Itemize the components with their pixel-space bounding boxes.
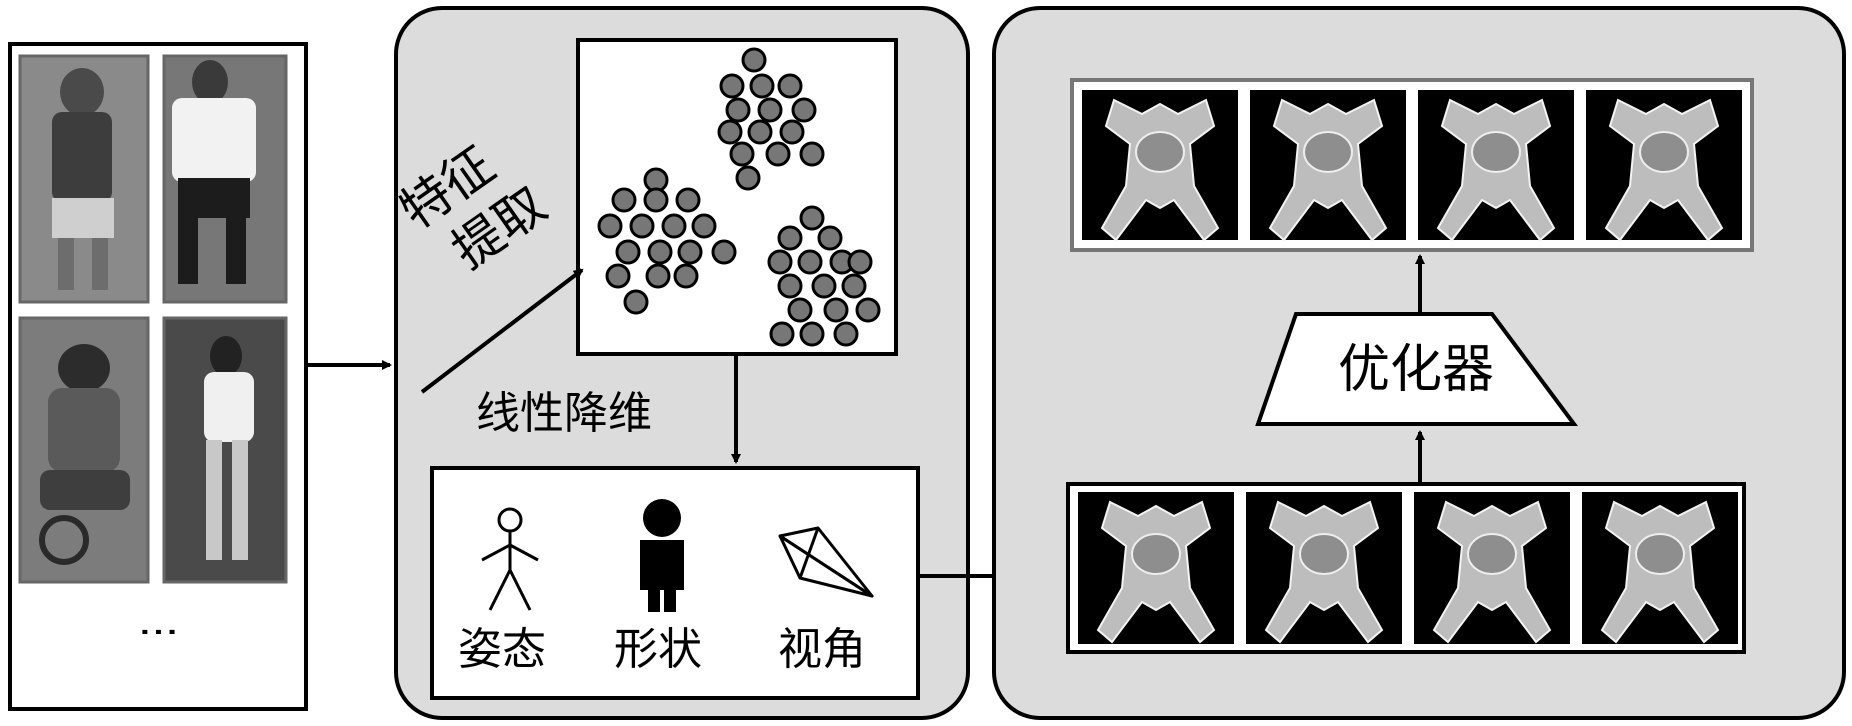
feature-dot — [799, 321, 825, 347]
feature-cluster-dots — [597, 47, 881, 347]
feature-dot — [767, 249, 793, 275]
feature-dot — [717, 119, 743, 145]
feature-dot — [677, 239, 703, 265]
initial-pattern-3 — [1414, 492, 1570, 644]
initial-patterns — [1078, 492, 1738, 644]
feature-dot — [647, 239, 673, 265]
feature-dot — [777, 273, 803, 299]
optimized-pattern-3 — [1418, 90, 1574, 242]
feature-dot — [623, 289, 649, 315]
feature-dot — [855, 297, 881, 323]
optimizer-block — [1255, 312, 1578, 426]
feature-dot — [757, 97, 783, 123]
feature-dot — [661, 213, 687, 239]
feature-dot — [847, 249, 873, 275]
initial-pattern-1 — [1078, 492, 1234, 644]
feature-dot — [833, 321, 859, 347]
feature-dot — [615, 239, 641, 265]
optimized-pattern-4 — [1586, 90, 1742, 242]
feature-dot — [799, 205, 825, 231]
feature-dot — [779, 119, 805, 145]
feature-dot — [817, 225, 843, 251]
feature-dot — [629, 213, 655, 239]
feature-dot — [673, 263, 699, 289]
feature-dot — [799, 141, 825, 167]
feature-dot — [725, 97, 751, 123]
feature-dot — [643, 187, 669, 213]
feature-dot — [749, 73, 775, 99]
feature-dot — [729, 141, 755, 167]
person-image-3 — [18, 316, 150, 584]
initial-pattern-2 — [1246, 492, 1402, 644]
feature-dot — [741, 47, 767, 73]
feature-dot — [769, 321, 795, 347]
feature-dot — [841, 273, 867, 299]
feature-dot — [719, 73, 745, 99]
optimized-patterns — [1082, 90, 1742, 242]
view-cone-icon — [778, 526, 874, 598]
feature-dot — [777, 73, 803, 99]
initial-pattern-4 — [1582, 492, 1738, 644]
feature-dot — [797, 249, 823, 275]
feature-dot — [611, 187, 637, 213]
feature-dot — [735, 165, 761, 191]
body-silhouette-icon — [640, 499, 684, 612]
feature-dot — [811, 273, 837, 299]
feature-dot — [605, 263, 631, 289]
feature-dot — [791, 97, 817, 123]
feature-dot — [823, 297, 849, 323]
feature-dot — [765, 141, 791, 167]
optimized-pattern-2 — [1250, 90, 1406, 242]
feature-dot — [787, 297, 813, 323]
person-image-4 — [162, 316, 288, 584]
feature-dot — [711, 239, 737, 265]
feature-dot — [691, 213, 717, 239]
arrow-feature-extraction — [420, 268, 584, 394]
stick-figure-icon — [481, 507, 539, 611]
feature-dot — [645, 263, 671, 289]
optimized-pattern-1 — [1082, 90, 1238, 242]
person-image-1 — [18, 54, 150, 304]
person-image-2 — [162, 54, 288, 304]
feature-dot — [777, 225, 803, 251]
feature-dot — [747, 119, 773, 145]
feature-dot — [597, 213, 623, 239]
feature-dot — [675, 187, 701, 213]
